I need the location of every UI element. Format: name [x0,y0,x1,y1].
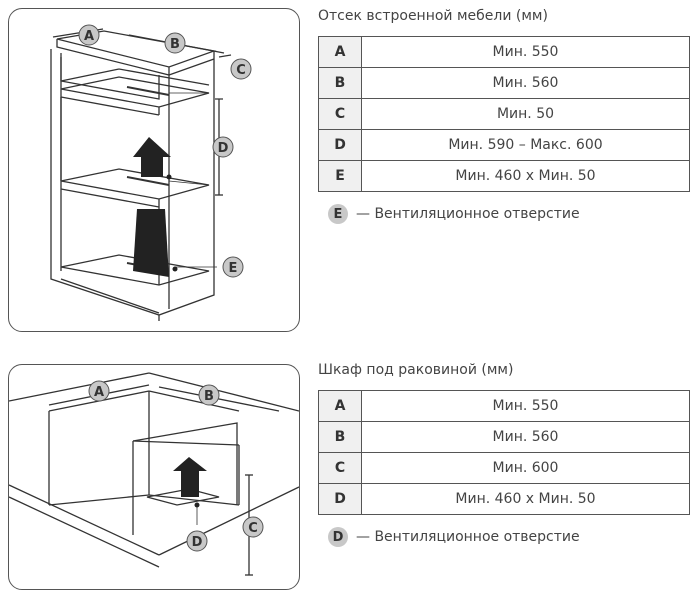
label-a: A [84,29,94,44]
row-key: D [318,483,362,515]
label-a-badge [78,24,100,46]
label-a: A [94,385,104,400]
row-key: A [318,36,362,68]
label-c-badge [242,516,264,538]
built-in-vent-note: E — Вентиляционное отверстие [328,204,580,224]
label-b-badge [164,32,186,54]
built-in-cabinet-diagram: A B C D E [8,8,300,332]
row-value: Мин. 50 [361,98,690,130]
label-e-badge [222,256,244,278]
under-sink-cabinet-diagram: A B C D [8,364,300,590]
row-value: Мин. 460 x Мин. 50 [361,483,690,515]
row-key: B [318,67,362,99]
label-e: E [229,261,238,276]
row-key: A [318,390,362,422]
label-c: C [236,63,246,78]
label-d: D [218,141,229,156]
label-c: C [248,521,258,536]
note-badge: E [328,204,348,224]
row-value: Мин. 460 x Мин. 50 [361,160,690,192]
built-in-cabinet-drawing: A B C D E [50,24,252,321]
row-value: Мин. 550 [361,36,690,68]
under-sink-vent-note: D — Вентиляционное отверстие [328,527,580,547]
label-b: B [170,37,180,52]
label-d-badge [212,136,234,158]
built-in-heading: Отсек встроенной мебели (мм) [318,8,548,24]
label-c-badge [230,58,252,80]
label-a-badge [88,380,110,402]
row-key: E [318,160,362,192]
note-text: — Вентиляционное отверстие [356,206,580,222]
label-b: B [204,389,214,404]
label-d-badge [186,530,208,552]
row-value: Мин. 600 [361,452,690,484]
row-key: C [318,98,362,130]
row-value: Мин. 550 [361,390,690,422]
label-b-badge [198,384,220,406]
row-value: Мин. 560 [361,67,690,99]
row-value: Мин. 590 – Макс. 600 [361,129,690,161]
row-key: D [318,129,362,161]
under-sink-cabinet-drawing: A B C D [9,372,299,576]
note-badge: D [328,527,348,547]
label-d: D [192,535,203,550]
under-sink-heading: Шкаф под раковиной (мм) [318,362,514,378]
row-key: C [318,452,362,484]
row-key: B [318,421,362,453]
note-text: — Вентиляционное отверстие [356,529,580,545]
row-value: Мин. 560 [361,421,690,453]
